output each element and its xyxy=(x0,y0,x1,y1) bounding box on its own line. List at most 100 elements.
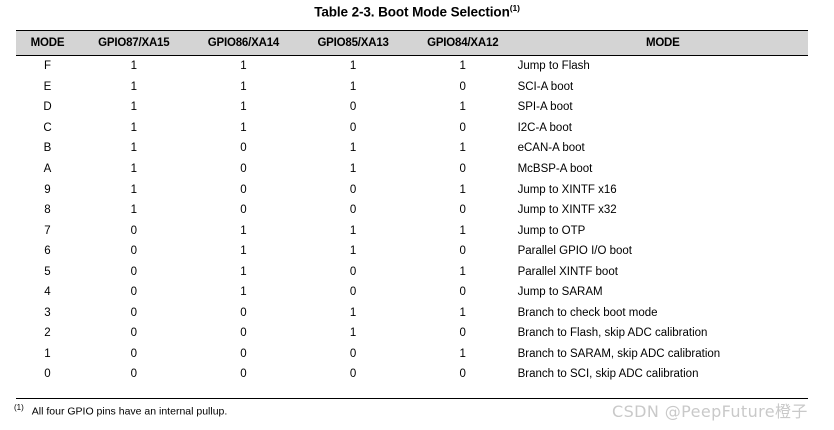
cell-gpio85-xa13: 1 xyxy=(349,80,357,93)
cell-gpio86-xa14: 0 xyxy=(240,183,247,196)
cell-gpio85-xa13: 0 xyxy=(349,204,357,217)
cell-gpio86-xa14: 0 xyxy=(240,347,247,360)
cell-gpio84-xa12: 1 xyxy=(459,60,466,73)
cell-gpio84-xa12: 0 xyxy=(459,245,466,258)
cell-gpio86-xa14: 0 xyxy=(240,163,247,175)
cell-gpio85-xa13: 0 xyxy=(349,286,357,299)
column-header-gpio87-xa15: GPIO87/XA15 xyxy=(78,30,189,56)
cell-gpio86-xa14: 0 xyxy=(240,306,247,319)
cell-mode-description: Branch to Flash, skip ADC calibration xyxy=(517,327,708,340)
column-header-gpio85-xa13: GPIO85/XA13 xyxy=(298,30,408,56)
cell-gpio86-xa14: 1 xyxy=(240,121,247,134)
boot-mode-table-container: MODE GPIO87/XA15 GPIO86/XA14 GPIO85/XA13… xyxy=(16,30,808,387)
cell-mode: D xyxy=(43,101,52,114)
cell-gpio85-xa13: 0 xyxy=(349,101,357,114)
cell-gpio85-xa13: 1 xyxy=(349,327,357,340)
cell-mode: 4 xyxy=(44,286,51,299)
cell-mode-description: Parallel GPIO I/O boot xyxy=(517,245,632,258)
cell-mode: 0 xyxy=(44,368,51,381)
cell-mode-description: I2C-A boot xyxy=(517,121,572,134)
cell-gpio86-xa14: 0 xyxy=(240,327,247,340)
table-row: 2 0 0 1 0 Branch to Flash, skip ADC calibrati… xyxy=(16,323,808,344)
cell-gpio84-xa12: 1 xyxy=(459,183,466,196)
cell-mode: 1 xyxy=(44,347,51,360)
cell-mode: 7 xyxy=(44,224,51,237)
cell-gpio86-xa14: 1 xyxy=(240,80,247,93)
cell-gpio84-xa12: 0 xyxy=(459,286,466,299)
cell-gpio86-xa14: 1 xyxy=(240,286,247,299)
cell-gpio87-xa15: 1 xyxy=(130,80,137,93)
cell-gpio84-xa12: 0 xyxy=(459,327,466,340)
column-header-mode-description: MODE xyxy=(517,30,808,56)
cell-mode: A xyxy=(43,163,52,175)
cell-gpio87-xa15: 0 xyxy=(130,286,137,299)
footnote-text: All four GPIO pins have an internal pull… xyxy=(31,405,228,418)
cell-gpio85-xa13: 1 xyxy=(349,142,357,155)
cell-gpio86-xa14: 1 xyxy=(240,245,247,258)
cell-gpio86-xa14: 1 xyxy=(240,101,247,114)
cell-gpio87-xa15: 0 xyxy=(130,245,137,258)
cell-mode-description: Branch to check boot mode xyxy=(517,306,658,319)
cell-gpio84-xa12: 1 xyxy=(459,101,466,114)
column-header-gpio84-xa12: GPIO84/XA12 xyxy=(407,30,518,56)
column-header-gpio86-xa14: GPIO86/XA14 xyxy=(188,30,299,56)
cell-gpio85-xa13: 1 xyxy=(349,306,357,319)
cell-gpio87-xa15: 1 xyxy=(130,101,137,114)
cell-gpio85-xa13: 0 xyxy=(349,347,357,360)
cell-gpio84-xa12: 0 xyxy=(459,121,466,134)
table-row: D 1 1 0 1 SPI-A boot xyxy=(16,97,808,118)
cell-mode-description: Jump to XINTF x32 xyxy=(517,204,617,217)
cell-gpio86-xa14: 0 xyxy=(240,142,247,155)
cell-gpio87-xa15: 0 xyxy=(130,306,137,319)
column-header-mode: MODE xyxy=(16,30,79,56)
cell-gpio85-xa13: 0 xyxy=(349,121,357,134)
cell-mode: F xyxy=(43,60,51,73)
cell-mode-description: Jump to Flash xyxy=(517,60,590,73)
cell-gpio87-xa15: 1 xyxy=(130,121,137,134)
cell-mode-description: Jump to SARAM xyxy=(517,286,603,299)
table-row: 4 0 1 0 0 Jump to SARAM xyxy=(16,282,808,303)
cell-mode-description: McBSP-A boot xyxy=(517,163,593,175)
cell-gpio85-xa13: 1 xyxy=(349,245,357,258)
cell-gpio85-xa13: 1 xyxy=(349,163,357,175)
cell-gpio85-xa13: 0 xyxy=(349,368,357,381)
footnote-marker: (1) xyxy=(14,403,24,412)
cell-mode: B xyxy=(43,142,52,155)
cell-gpio86-xa14: 1 xyxy=(240,60,247,73)
cell-gpio85-xa13: 0 xyxy=(349,183,357,196)
table-header: MODE GPIO87/XA15 GPIO86/XA14 GPIO85/XA13… xyxy=(16,30,808,56)
cell-gpio85-xa13: 1 xyxy=(349,60,357,73)
cell-gpio84-xa12: 1 xyxy=(459,142,466,155)
cell-mode: 2 xyxy=(44,327,51,340)
title-footnote-marker: (1) xyxy=(509,3,520,13)
cell-mode-description: Branch to SCI, skip ADC calibration xyxy=(517,368,699,381)
cell-mode-description: Jump to OTP xyxy=(517,224,586,237)
cell-gpio86-xa14: 0 xyxy=(240,204,247,217)
cell-gpio85-xa13: 1 xyxy=(349,224,357,237)
cell-mode-description: SPI-A boot xyxy=(517,101,573,114)
cell-gpio87-xa15: 0 xyxy=(130,265,137,278)
cell-gpio84-xa12: 0 xyxy=(459,204,466,217)
cell-gpio87-xa15: 0 xyxy=(130,327,137,340)
table-header-row: MODE GPIO87/XA15 GPIO86/XA14 GPIO85/XA13… xyxy=(16,30,808,56)
cell-mode: E xyxy=(43,80,52,93)
cell-mode-description: SCI-A boot xyxy=(517,80,574,93)
cell-mode: 5 xyxy=(44,265,51,278)
footnote: (1) All four GPIO pins have an internal p… xyxy=(14,403,714,418)
page-title: Table 2-3. Boot Mode Selection(1) xyxy=(0,3,834,20)
table-bottom-rule xyxy=(16,398,808,399)
boot-mode-selection-table: MODE GPIO87/XA15 GPIO86/XA14 GPIO85/XA13… xyxy=(16,30,808,387)
cell-mode-description: Jump to XINTF x16 xyxy=(517,183,617,196)
cell-mode-description: eCAN-A boot xyxy=(517,142,585,155)
cell-gpio84-xa12: 1 xyxy=(459,347,466,360)
cell-gpio84-xa12: 0 xyxy=(459,163,466,175)
